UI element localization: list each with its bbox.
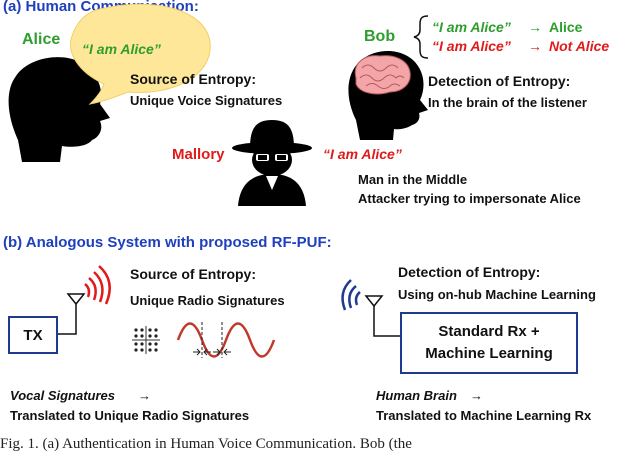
ml-detection-heading: Detection of Entropy: bbox=[398, 264, 541, 280]
alice-speech: “I am Alice” bbox=[82, 41, 161, 57]
human-brain-label: Human Brain bbox=[376, 388, 457, 403]
voice-entropy-heading: Source of Entropy: bbox=[130, 71, 257, 87]
vocal-signatures-arrow: → bbox=[138, 388, 151, 403]
radio-entropy-detail: Unique Radio Signatures bbox=[130, 293, 285, 308]
rx-box-line1: Standard Rx + bbox=[438, 323, 540, 340]
human-brain-arrow: → bbox=[470, 388, 483, 403]
bob-case2-arrow: → bbox=[528, 38, 542, 54]
rx-ml-box: Standard Rx + Machine Learning bbox=[400, 312, 578, 374]
bob-case1-quote: “I am Alice” bbox=[432, 19, 511, 35]
bob-case1-result: Alice bbox=[549, 19, 583, 35]
vocal-signatures-detail: Translated to Unique Radio Signatures bbox=[10, 408, 250, 423]
mallory-speech: “I am Alice” bbox=[323, 146, 402, 162]
mallory-line1: Man in the Middle bbox=[358, 172, 468, 187]
rx-box-line2: Machine Learning bbox=[425, 345, 553, 362]
tx-box: TX bbox=[8, 316, 58, 354]
voice-entropy-detail: Unique Voice Signatures bbox=[130, 93, 283, 108]
human-brain-detail: Translated to Machine Learning Rx bbox=[376, 408, 592, 423]
panel-a-title: (a) Human Communication: bbox=[3, 0, 199, 15]
mallory-line2: Attacker trying to impersonate Alice bbox=[358, 191, 581, 206]
mallory-name: Mallory bbox=[172, 146, 225, 163]
detection-detail: In the brain of the listener bbox=[428, 95, 587, 110]
vocal-signatures-label: Vocal Signatures bbox=[10, 388, 115, 403]
bob-name: Bob bbox=[364, 28, 396, 45]
radio-entropy-heading: Source of Entropy: bbox=[130, 266, 257, 282]
bob-case2-quote: “I am Alice” bbox=[432, 38, 511, 54]
panel-b-title: (b) Analogous System with proposed RF-PU… bbox=[3, 234, 332, 251]
bob-case1-arrow: → bbox=[528, 19, 542, 35]
alice-name: Alice bbox=[22, 31, 61, 48]
detection-heading: Detection of Entropy: bbox=[428, 73, 571, 89]
ml-detection-detail: Using on-hub Machine Learning bbox=[398, 287, 596, 302]
figure-caption: Fig. 1. (a) Authentication in Human Voic… bbox=[0, 436, 412, 452]
bob-case2-result: Not Alice bbox=[549, 38, 610, 54]
